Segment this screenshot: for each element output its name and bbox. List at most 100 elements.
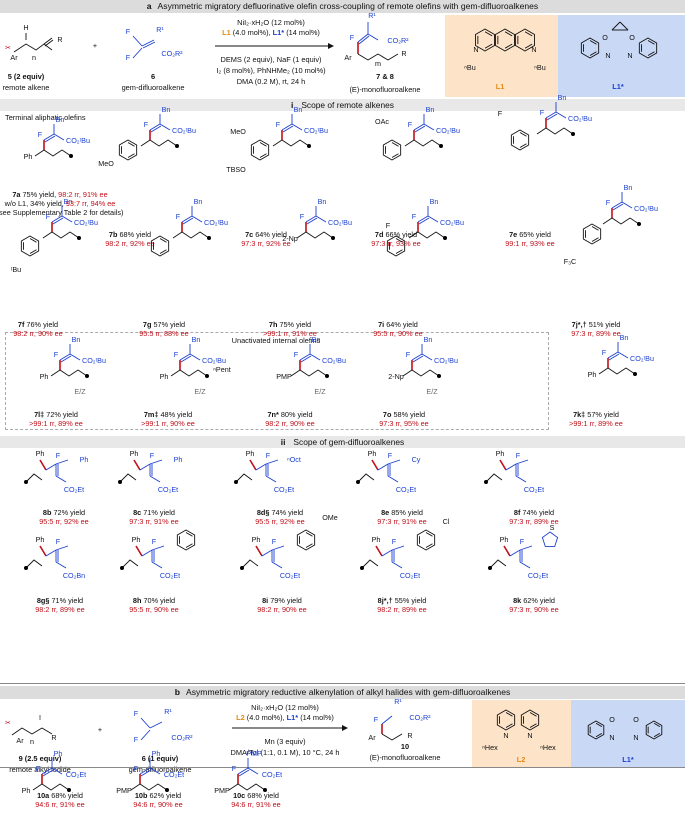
bond-line (237, 783, 266, 791)
bond-line (611, 217, 640, 225)
bond-line (607, 367, 636, 375)
atom-label: S (550, 523, 555, 532)
benzene-ring (496, 709, 516, 731)
atom-label: N (605, 51, 610, 60)
chain-end-dot (120, 566, 124, 570)
atom-label: R¹ (394, 697, 402, 706)
bond-line (536, 127, 547, 135)
atom-label: Ar (368, 733, 376, 742)
bond-line (509, 549, 521, 557)
bond-line (247, 767, 259, 775)
terminal-olefins-label: Terminal aliphatic olefins (5, 113, 86, 122)
atom-label: Ph (174, 455, 183, 464)
bond-line (617, 351, 629, 359)
bond-line (121, 559, 139, 569)
bond-line (42, 231, 53, 239)
atom-label: CO₂ᵗBu (322, 356, 346, 365)
bond-line (299, 369, 328, 377)
bond-line (41, 783, 70, 791)
bond-line (545, 127, 574, 135)
atom-label: Bn (192, 335, 201, 344)
bond-line (387, 459, 401, 465)
chain-end-dot (118, 480, 122, 484)
atom-label: ⁿHex (540, 743, 556, 752)
atom-label: F (516, 451, 521, 460)
atom-label: R¹ (156, 25, 164, 34)
benzene-ring (475, 28, 495, 52)
atom-label: R (57, 35, 62, 44)
internal-olefins-box (5, 332, 549, 430)
bond-line (55, 561, 67, 569)
atom-label: CO₂Et (158, 485, 178, 494)
bond-line (140, 729, 151, 741)
atom-label: Bn (56, 115, 65, 124)
chain-end-dot (77, 236, 81, 240)
atom-label: F (144, 120, 149, 129)
chain-end-dot (67, 788, 71, 792)
bond-line (305, 532, 313, 537)
chain-end-dot (205, 374, 209, 378)
bond-line (43, 133, 55, 141)
atom-label: N (633, 733, 638, 742)
section-ii-title: Scope of gem-difluoroalkenes (293, 437, 405, 447)
bond-line (377, 463, 389, 471)
atom-label: F (412, 212, 417, 221)
bond-line (180, 355, 192, 363)
internal-olefins-label: Unactivated internal olefins (231, 336, 321, 345)
bond-line (34, 149, 45, 157)
bond-line (619, 21, 629, 31)
atom-label: Ph (246, 449, 255, 458)
atom-label: Ar (16, 736, 24, 745)
compound-caption: 7k‡ 57% yield>99:1 rr, 89% ee (569, 410, 623, 428)
bond-line (149, 459, 163, 465)
section-a-title: Asymmetric migratory defluorinative olef… (157, 1, 539, 11)
benzene-ring (386, 235, 406, 257)
bond-line (25, 559, 43, 569)
atom-label: + (98, 725, 102, 734)
atom-label: CO₂Et (396, 485, 416, 494)
reaction-arrow-head (328, 43, 334, 49)
atom-label: R¹ (164, 707, 172, 716)
atom-label: CO₂Et (66, 770, 86, 779)
bond-line (484, 31, 493, 37)
atom-label: Bn (162, 105, 171, 114)
atom-label: E/Z (426, 387, 438, 396)
ligand-L1star-box-b (571, 700, 685, 767)
atom-label: Ph (22, 786, 31, 795)
atom-label: MeO (98, 159, 114, 168)
benzene-ring (150, 235, 170, 257)
chain-end-dot (331, 236, 335, 240)
atom-label: Bn (318, 197, 327, 206)
bond-line (42, 769, 54, 777)
atom-label: CO₂Et (164, 770, 184, 779)
chain-end-dot (240, 566, 244, 570)
thiophene-ring (541, 531, 559, 547)
bond-line (127, 153, 135, 158)
atom-label: E/Z (314, 387, 326, 396)
atom-label: Ph (54, 749, 63, 758)
bond-line (261, 549, 273, 557)
cond-a-4: I₂ (8 mol%), PhNHMe₂ (10 mol%) (216, 66, 326, 75)
bond-line (408, 231, 419, 239)
atom-label: CO₂ᵗBu (630, 354, 654, 363)
ligand-L1star-box (558, 15, 685, 97)
benzene-ring (515, 28, 535, 52)
atom-label: CO₂ᵗBu (434, 356, 458, 365)
atom-label: Bn (72, 335, 81, 344)
divider-b-products (0, 767, 685, 768)
bond-line (411, 353, 423, 361)
atom-label: n (32, 53, 36, 62)
bond-line (181, 231, 210, 239)
bond-line (602, 217, 613, 225)
bond-line (139, 463, 151, 471)
benzene-ring (582, 223, 602, 245)
bond-line (413, 139, 442, 147)
